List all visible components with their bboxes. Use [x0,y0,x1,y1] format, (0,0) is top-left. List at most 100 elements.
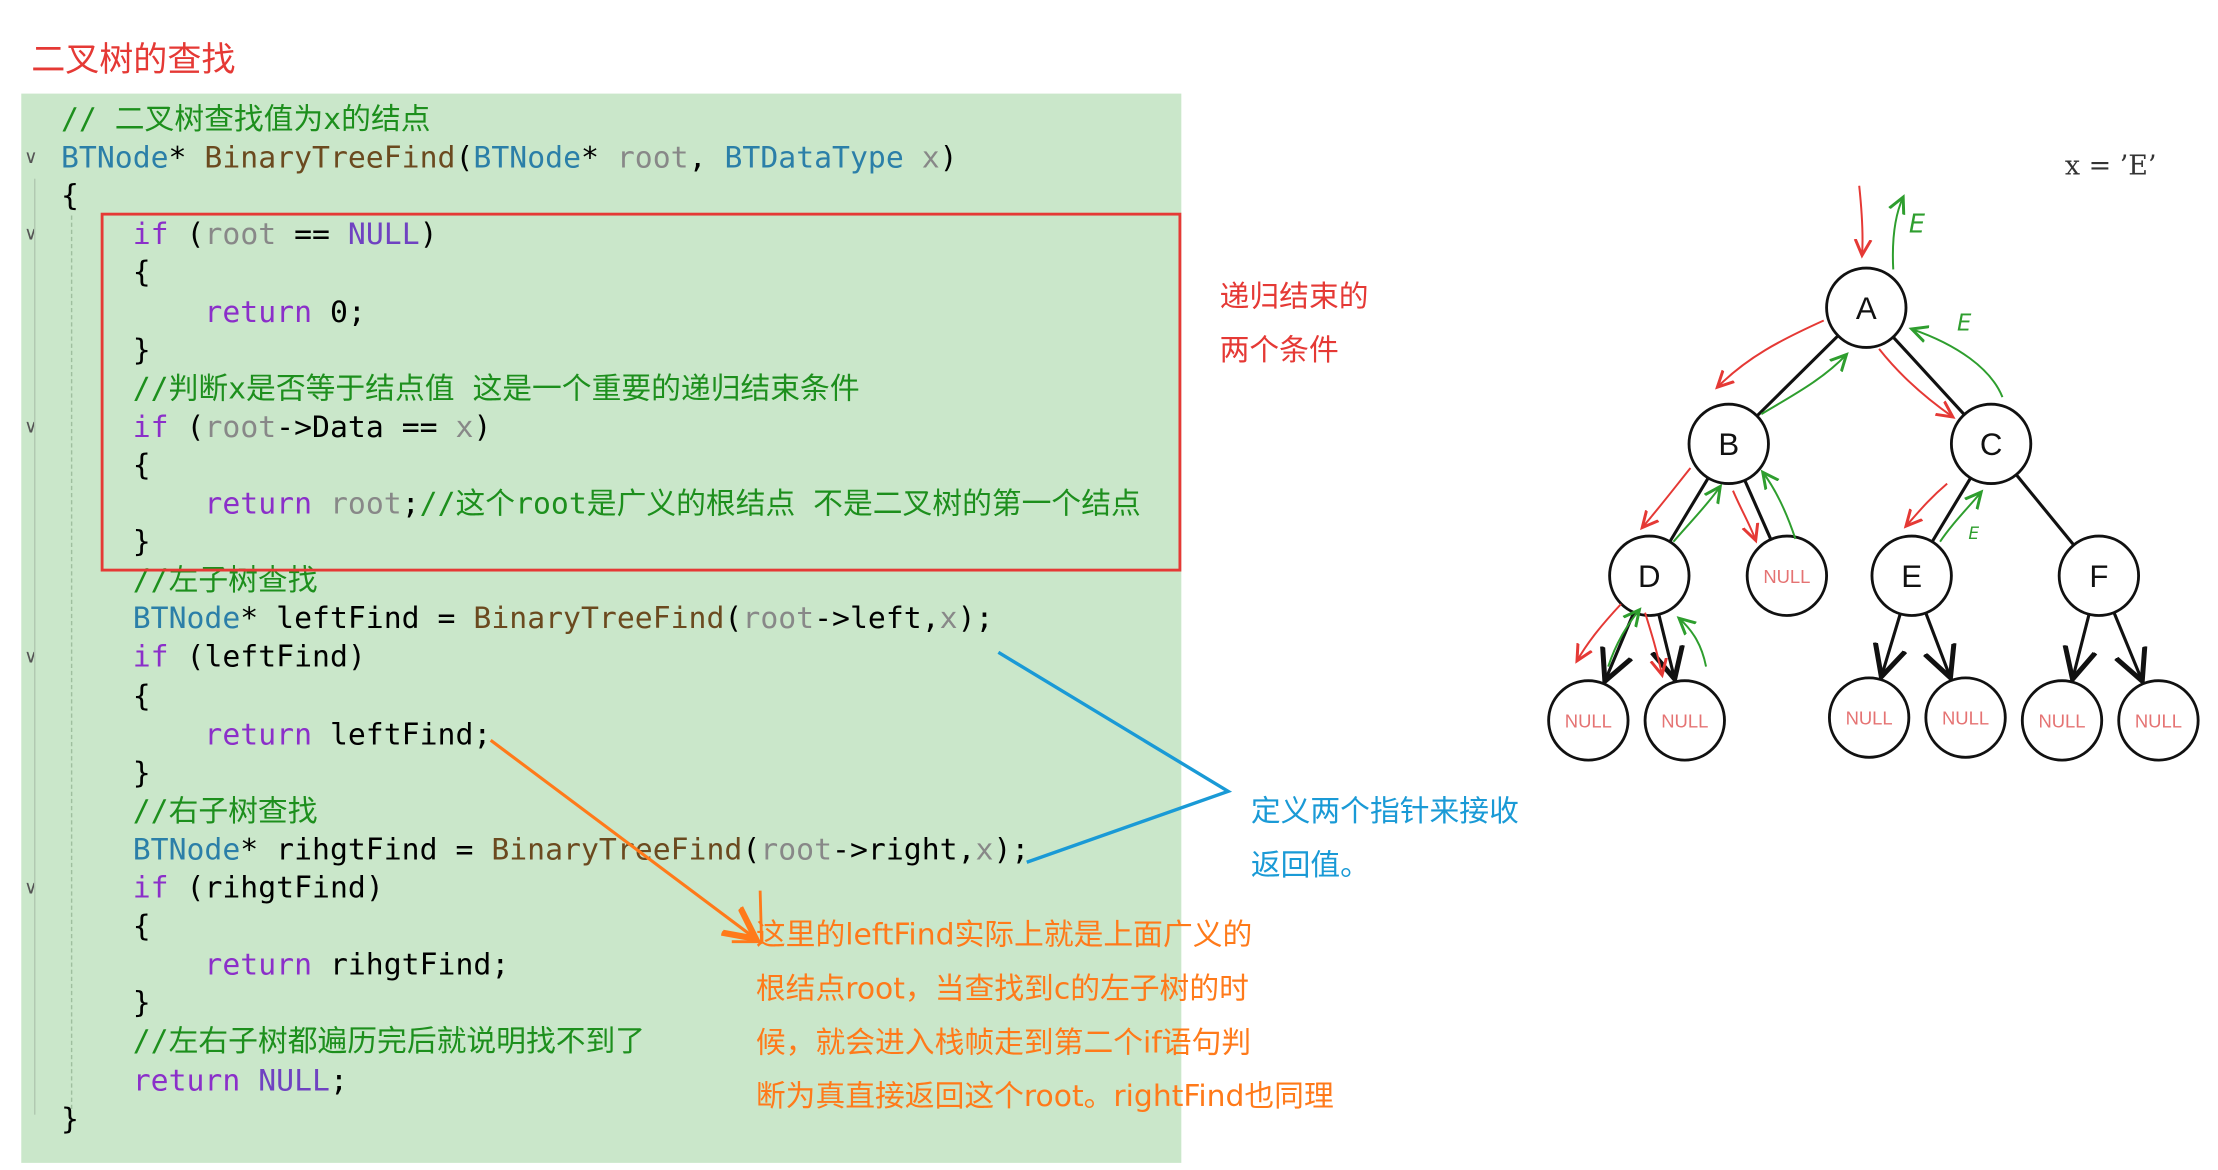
code-token: ( [724,601,743,636]
code-token: BTNode [60,140,169,175]
code-token: return [204,486,313,521]
tree-node-label: C [1980,427,2003,462]
code-token: { [60,678,151,713]
code-line: } [61,985,151,1023]
code-token: ; [401,486,420,521]
code-token: //右子树查找 [132,793,318,828]
code-token: NULL [258,1062,330,1097]
traversal-arrow [1672,486,1720,543]
code-token: BinaryTreeFind [473,601,725,636]
traversal-arrow [1760,355,1846,415]
code-token: ->left, [814,601,940,636]
code-token: //这个root是广义的根结点 不是二叉树的第一个结点 [419,486,1141,521]
traversal-arrow [1644,612,1662,675]
tree-node-circle [1828,676,1911,759]
tree-edge [1743,479,1773,541]
code-token: root [204,217,277,252]
indent-guide [70,215,74,1110]
code-line: return leftFind; [61,716,491,754]
code-token: BTNode [473,140,582,175]
code-token: x [939,601,958,636]
code-token: root [329,486,402,521]
code-token: ) [939,140,958,175]
code-token: ( [455,140,474,175]
code-token: x [921,140,940,175]
code-token: { [60,909,151,944]
tree-node-label: F [2089,559,2108,594]
code-token: (leftFind) [168,640,366,675]
null-node-label: NULL [1942,708,1989,729]
code-token: ->right, [832,832,976,867]
code-token: ) [419,217,438,252]
leftfind-note-arrow [489,739,756,939]
traversal-arrow [1939,492,1981,543]
code-token: * rihgtFind = [240,832,492,867]
search-value-label: x = ’E’ [2064,150,2157,182]
code-token: * [168,140,205,175]
code-token: NULL [347,217,420,252]
code-token: root [616,140,689,175]
code-token: } [60,332,151,367]
recursion-end-highlight-box [100,212,1182,572]
code-token: { [60,447,151,483]
tree-edge [1659,613,1675,679]
code-line: //判断x是否等于结点值 这是一个重要的递归结束条件 [61,370,860,408]
code-line: //左右子树都遍历完后就说明找不到了 [61,1023,645,1061]
code-token: ; [329,1062,348,1097]
tree-edge [1668,477,1710,543]
tree-edge [2073,613,2090,679]
return-value-mark: E [1968,524,1979,544]
fold-gutter-line [34,178,36,1115]
null-node-label: NULL [2135,711,2182,732]
code-token: ); [993,832,1030,867]
code-token: , [688,140,725,175]
tree-node-circle [1547,679,1630,762]
code-line: if (rihgtFind) [61,869,384,907]
code-line: if (root->Data == x) [61,408,492,446]
code-token: ( [168,409,205,444]
traversal-arrow [1577,603,1622,661]
code-token: * leftFind = [240,601,474,636]
code-token: ( [742,832,761,867]
code-token: // 二叉树查找值为x的结点 [60,102,431,137]
tree-node-label: E [1901,559,1922,594]
traversal-arrow [1906,482,1948,527]
leftfind-explain-note: 这里的leftFind实际上就是上面广义的 根结点root，当查找到c的左子树的… [755,917,1334,1114]
code-line: //右子树查找 [61,792,318,830]
traversal-arrow [1878,348,1953,417]
code-token: { [60,178,79,213]
tree-edge [1881,613,1900,677]
code-token: if [132,640,169,675]
pointer-note-connector [997,650,1233,864]
code-token: leftFind; [312,717,492,752]
code-line: BTNode* leftFind = BinaryTreeFind(root->… [61,600,994,638]
tree-node-circle [1825,266,1908,349]
return-value-mark: E [1957,310,1972,336]
code-line: return rihgtFind; [61,946,509,984]
null-node-label: NULL [1661,711,1708,732]
code-line: } [61,1100,79,1138]
code-token: return [204,947,313,982]
code-line: { [61,254,151,292]
code-line: return root;//这个root是广义的根结点 不是二叉树的第一个结点 [61,485,1141,523]
code-token: (rihgtFind) [168,870,384,905]
tree-edge [1755,334,1840,418]
code-line: } [61,331,151,369]
fold-chevron-icon[interactable]: ∨ [24,147,38,169]
code-line: BTNode* BinaryTreeFind(BTNode* root, BTD… [61,139,958,177]
code-line: // 二叉树查找值为x的结点 [61,101,431,139]
tree-node-circle [1643,679,1726,762]
code-token: ( [168,217,205,252]
code-line: { [61,908,151,946]
null-node-label: NULL [1846,708,1893,729]
tree-node-circle [1949,402,2033,486]
code-line: { [61,447,151,485]
tree-node-circle [1608,534,1691,617]
code-token: } [60,524,151,559]
return-value-mark: E [1909,210,1926,240]
code-token: ) [473,409,492,444]
pointers-note: 定义两个指针来接收 返回值。 [1250,794,1519,883]
tree-node-circle [2020,679,2104,762]
code-token: BTNode [132,832,241,867]
